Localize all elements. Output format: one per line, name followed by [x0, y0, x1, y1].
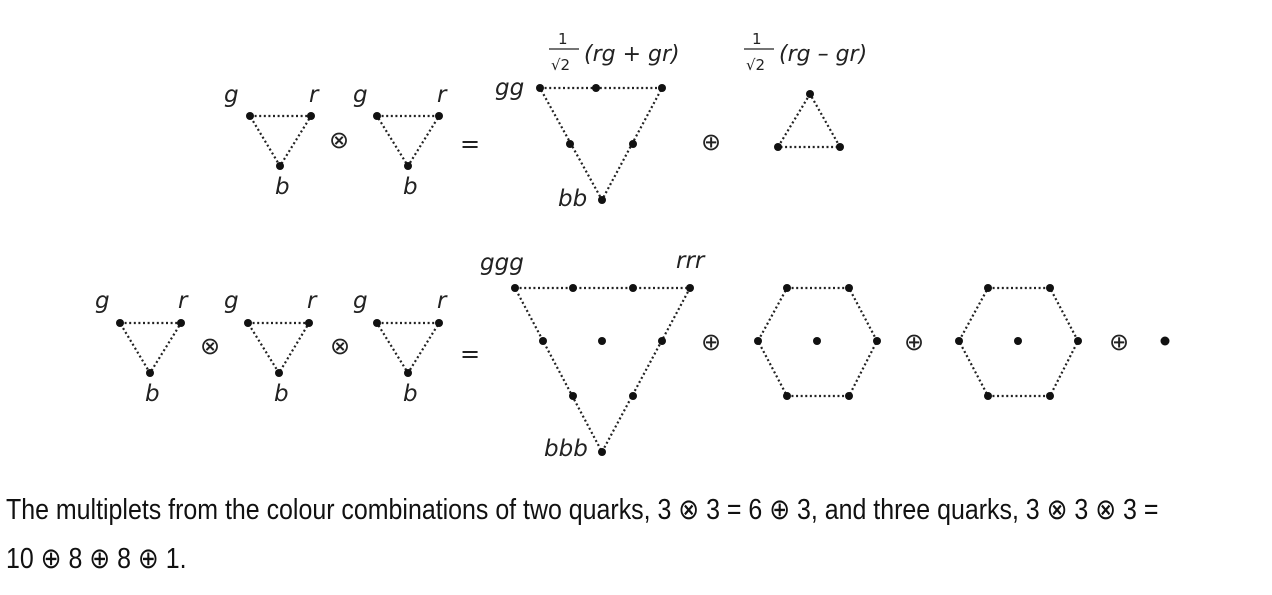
- label-g: g: [224, 82, 239, 108]
- label-r: r: [307, 288, 318, 314]
- row-three-quarks: g r b ⊗ g r b ⊗ g r b =: [95, 248, 1170, 462]
- label-r: r: [437, 82, 448, 108]
- tensor-product-symbol: ⊗: [330, 332, 350, 360]
- quark-multiplet-diagram: g r b ⊗ g r b = gg bb: [95, 30, 1170, 462]
- label-b: b: [275, 174, 290, 200]
- triplet-2: g r b: [224, 288, 318, 407]
- equals-symbol: =: [460, 130, 480, 158]
- direct-sum-symbol: ⊕: [904, 328, 924, 356]
- singlet-multiplet: [1160, 336, 1170, 346]
- fraction-numerator: 1: [558, 30, 568, 48]
- label-r: r: [437, 288, 448, 314]
- triplet-1: g r b: [224, 82, 320, 200]
- tensor-product-symbol: ⊗: [329, 126, 349, 154]
- direct-sum-symbol: ⊕: [701, 128, 721, 156]
- antitriplet-multiplet: 1 √2 (rg – gr): [744, 30, 867, 151]
- label-bbb: bbb: [544, 436, 588, 462]
- label-b: b: [403, 381, 418, 407]
- octet-multiplet-1: [754, 284, 881, 400]
- figure-caption: The multiplets from the colour combinati…: [6, 486, 1159, 584]
- sextet-multiplet: gg bb 1 √2 (rg + gr): [495, 30, 680, 212]
- triplet-1: g r b: [95, 288, 189, 407]
- label-ggg: ggg: [480, 250, 524, 276]
- label-b: b: [274, 381, 289, 407]
- anti-expression: (rg – gr): [779, 42, 867, 67]
- caption-line-2: 10 ⊕ 8 ⊕ 8 ⊕ 1.: [6, 543, 187, 575]
- row-two-quarks: g r b ⊗ g r b = gg bb: [224, 30, 867, 212]
- fraction-denominator: √2: [551, 56, 570, 74]
- decuplet-multiplet: ggg rrr bbb: [480, 248, 706, 462]
- label-g: g: [224, 288, 239, 314]
- direct-sum-symbol: ⊕: [1109, 328, 1129, 356]
- caption-line-1: The multiplets from the colour combinati…: [6, 494, 1159, 526]
- label-g: g: [95, 288, 110, 314]
- label-b: b: [145, 381, 160, 407]
- triplet-3: g r b: [353, 288, 448, 407]
- label-r: r: [309, 82, 320, 108]
- label-gg: gg: [495, 75, 524, 101]
- antisymmetric-combination-label: 1 √2 (rg – gr): [744, 30, 867, 74]
- symmetric-combination-label: 1 √2 (rg + gr): [549, 30, 680, 74]
- tensor-product-symbol: ⊗: [200, 332, 220, 360]
- label-g: g: [353, 82, 368, 108]
- octet-multiplet-2: [955, 284, 1082, 400]
- label-bb: bb: [558, 186, 587, 212]
- label-g: g: [353, 288, 368, 314]
- fraction-denominator: √2: [746, 56, 765, 74]
- triplet-2: g r b: [353, 82, 448, 200]
- equals-symbol: =: [460, 340, 480, 368]
- fraction-numerator: 1: [752, 30, 762, 48]
- label-rrr: rrr: [676, 248, 706, 274]
- label-b: b: [403, 174, 418, 200]
- label-r: r: [178, 288, 189, 314]
- direct-sum-symbol: ⊕: [701, 328, 721, 356]
- sym-expression: (rg + gr): [584, 42, 680, 67]
